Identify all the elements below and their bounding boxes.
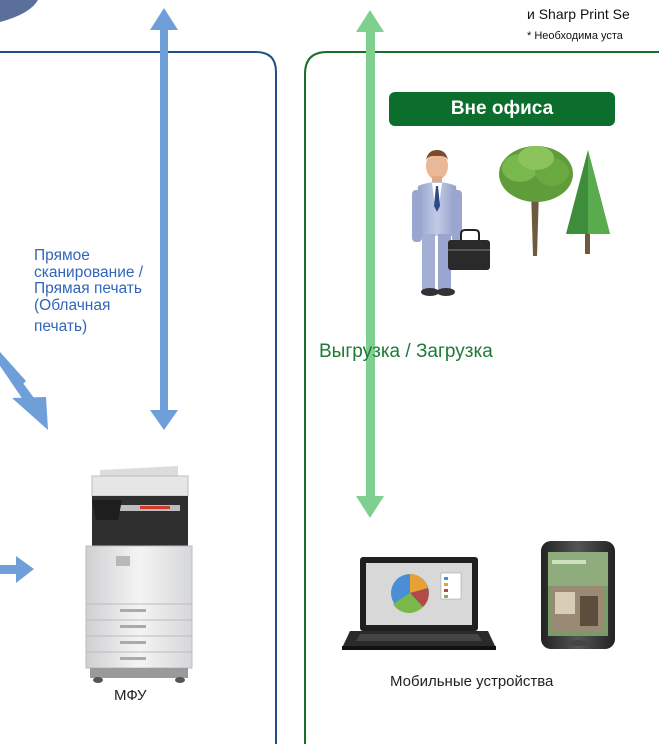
mfp-input-arrow [0, 556, 34, 583]
offsite-title: Вне офиса [389, 92, 615, 126]
offsite-frame [304, 51, 659, 744]
briefcase-icon [448, 229, 490, 270]
direct-label-line: печать) [34, 318, 88, 335]
direct-label-line: Прямая печать [34, 280, 142, 297]
direct-arrow [150, 8, 178, 430]
direct-label-line: Прямое [34, 247, 90, 264]
direct-scan-print-label: Прямое сканирование / Прямая печать (Обл… [34, 247, 174, 336]
mfp-label: МФУ [114, 687, 147, 704]
header-line-1: и Sharp Print Se [527, 6, 630, 22]
smartphone-icon [541, 541, 615, 649]
upload-download-arrow [356, 10, 384, 518]
deciduous-tree-icon [499, 146, 573, 256]
mobile-devices-label: Мобильные устройства [390, 673, 554, 690]
pine-tree-icon [566, 150, 610, 254]
office-frame [0, 51, 277, 744]
diagonal-arrow [0, 352, 48, 430]
businessman-icon [412, 150, 462, 296]
direct-label-line: (Облачная [34, 296, 111, 314]
corner-shape [0, 0, 38, 22]
direct-label-line: сканирование / [34, 263, 144, 281]
upload-download-label: Выгрузка / Загрузка [319, 341, 493, 362]
mfp-printer-icon [85, 466, 193, 683]
header-footnote: * Необходима уста [527, 30, 623, 42]
pie-chart-icon [391, 572, 462, 613]
